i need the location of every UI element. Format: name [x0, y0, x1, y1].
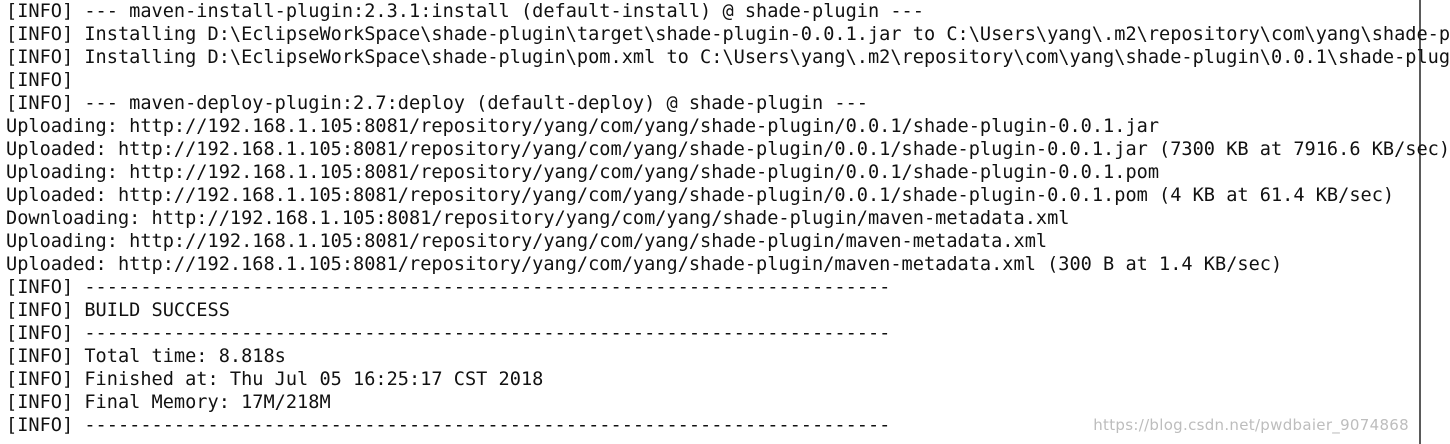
- log-line: [INFO] ---------------------------------…: [6, 277, 891, 298]
- log-line: Uploaded: http://192.168.1.105:8081/repo…: [6, 185, 1395, 206]
- log-line: [INFO] Total time: 8.818s: [6, 346, 286, 367]
- log-line: Uploaded: http://192.168.1.105:8081/repo…: [6, 139, 1450, 160]
- log-line: [INFO] ---------------------------------…: [6, 415, 891, 436]
- log-line: [INFO] Final Memory: 17M/218M: [6, 392, 331, 413]
- log-line: Uploading: http://192.168.1.105:8081/rep…: [6, 116, 1160, 137]
- log-line: Downloading: http://192.168.1.105:8081/r…: [6, 208, 1070, 229]
- watermark-text: https://blog.csdn.net/pwdbaier_9074868: [1093, 416, 1409, 434]
- log-line: [INFO] Finished at: Thu Jul 05 16:25:17 …: [6, 369, 544, 390]
- log-line: [INFO] Installing D:\EclipseWorkSpace\sh…: [6, 24, 1450, 45]
- log-line: [INFO]: [6, 70, 74, 91]
- log-line: Uploaded: http://192.168.1.105:8081/repo…: [6, 254, 1283, 275]
- console-log: [INFO] --- maven-install-plugin:2.3.1:in…: [6, 0, 1450, 437]
- log-line: [INFO] BUILD SUCCESS: [6, 300, 230, 321]
- log-line: [INFO] ---------------------------------…: [6, 323, 891, 344]
- log-line: [INFO] --- maven-deploy-plugin:2.7:deplo…: [6, 93, 868, 114]
- log-line: [INFO] Installing D:\EclipseWorkSpace\sh…: [6, 47, 1450, 68]
- log-line: Uploading: http://192.168.1.105:8081/rep…: [6, 162, 1160, 183]
- log-line: Uploading: http://192.168.1.105:8081/rep…: [6, 231, 1048, 252]
- log-line: [INFO] --- maven-install-plugin:2.3.1:in…: [6, 1, 924, 22]
